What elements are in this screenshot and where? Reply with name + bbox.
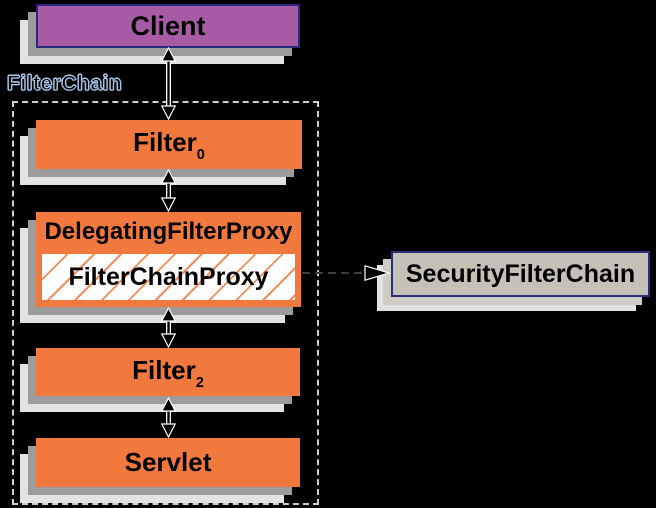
filter2-label: Filter2 [132,354,204,391]
filter2-label-text: Filter [132,354,196,385]
filterchain-label: FilterChain [6,72,123,96]
filter2-box: Filter2 [36,348,300,396]
arrow-right-icon [364,264,392,282]
security-filter-chain-label: SecurityFilterChain [405,259,636,288]
filter0-label: Filter0 [133,127,205,164]
arrow-up-icon [160,46,177,62]
filter0-subscript: 0 [196,147,205,164]
client-box: Client [36,4,300,48]
client-label: Client [130,10,206,41]
security-filter-chain-box: SecurityFilterChain [391,251,650,297]
filter-chain-proxy-box: FilterChainProxy [40,252,297,302]
delegating-filter-proxy-label: DelegatingFilterProxy [44,218,293,245]
filter-chain-proxy-label: FilterChainProxy [68,262,269,291]
filter2-subscript: 2 [195,374,204,391]
filterchain-container [12,101,319,505]
filter0-box: Filter0 [36,120,302,169]
filter0-label-text: Filter [133,127,197,158]
servlet-box: Servlet [36,438,300,487]
servlet-label: Servlet [124,447,212,477]
delegating-filter-proxy-box: DelegatingFilterProxy FilterChainProxy [36,212,301,307]
